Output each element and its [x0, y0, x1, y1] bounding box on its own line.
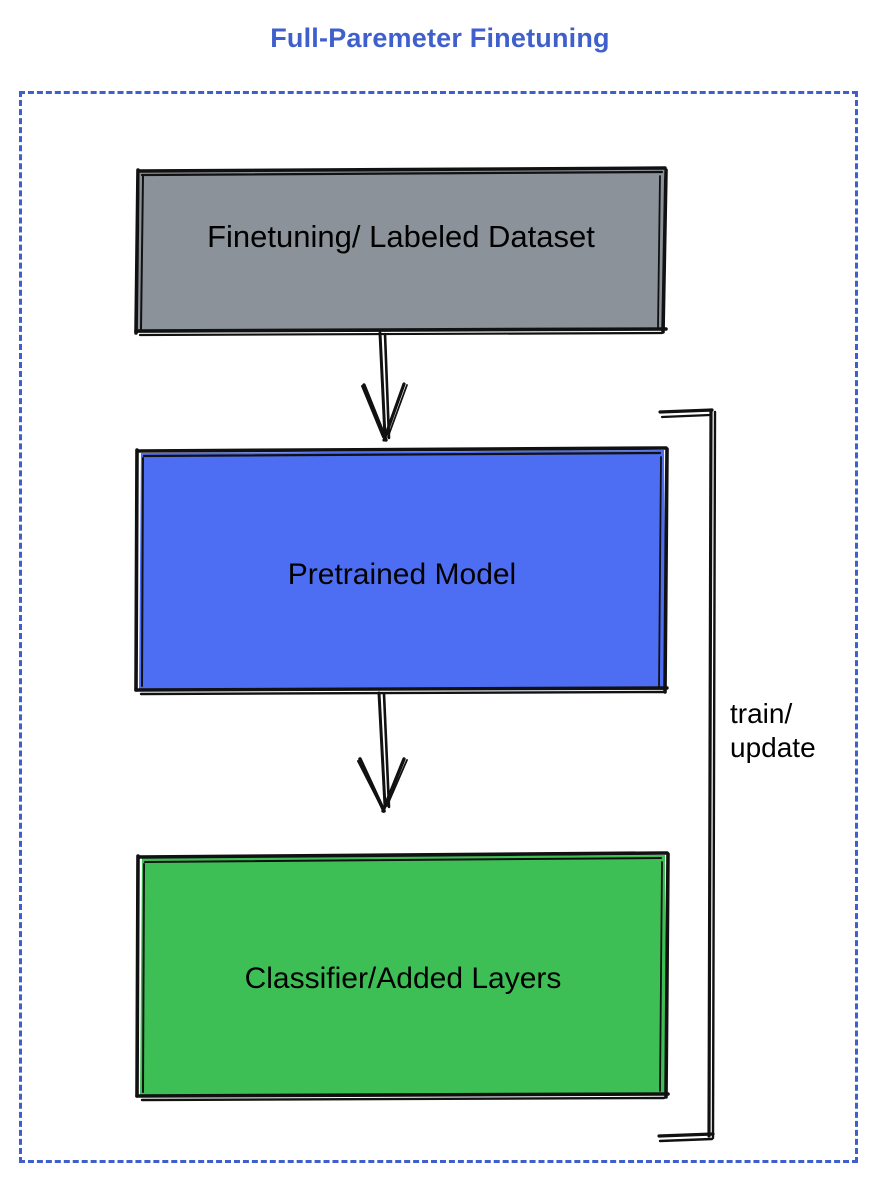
- feedback-loop-label-line2: update: [730, 732, 816, 764]
- dashed-boundary-frame: [19, 91, 858, 1163]
- node-pretrained-label: Pretrained Model: [287, 558, 517, 591]
- node-classifier-label: Classifier/Added Layers: [244, 962, 562, 995]
- page-title: Full-Paremeter Finetuning: [270, 23, 610, 53]
- feedback-loop-label-line1: train/: [730, 698, 793, 729]
- node-dataset-label: Finetuning/ Labeled Dataset: [207, 219, 595, 254]
- feedback-loop-label: train/ update: [730, 697, 850, 765]
